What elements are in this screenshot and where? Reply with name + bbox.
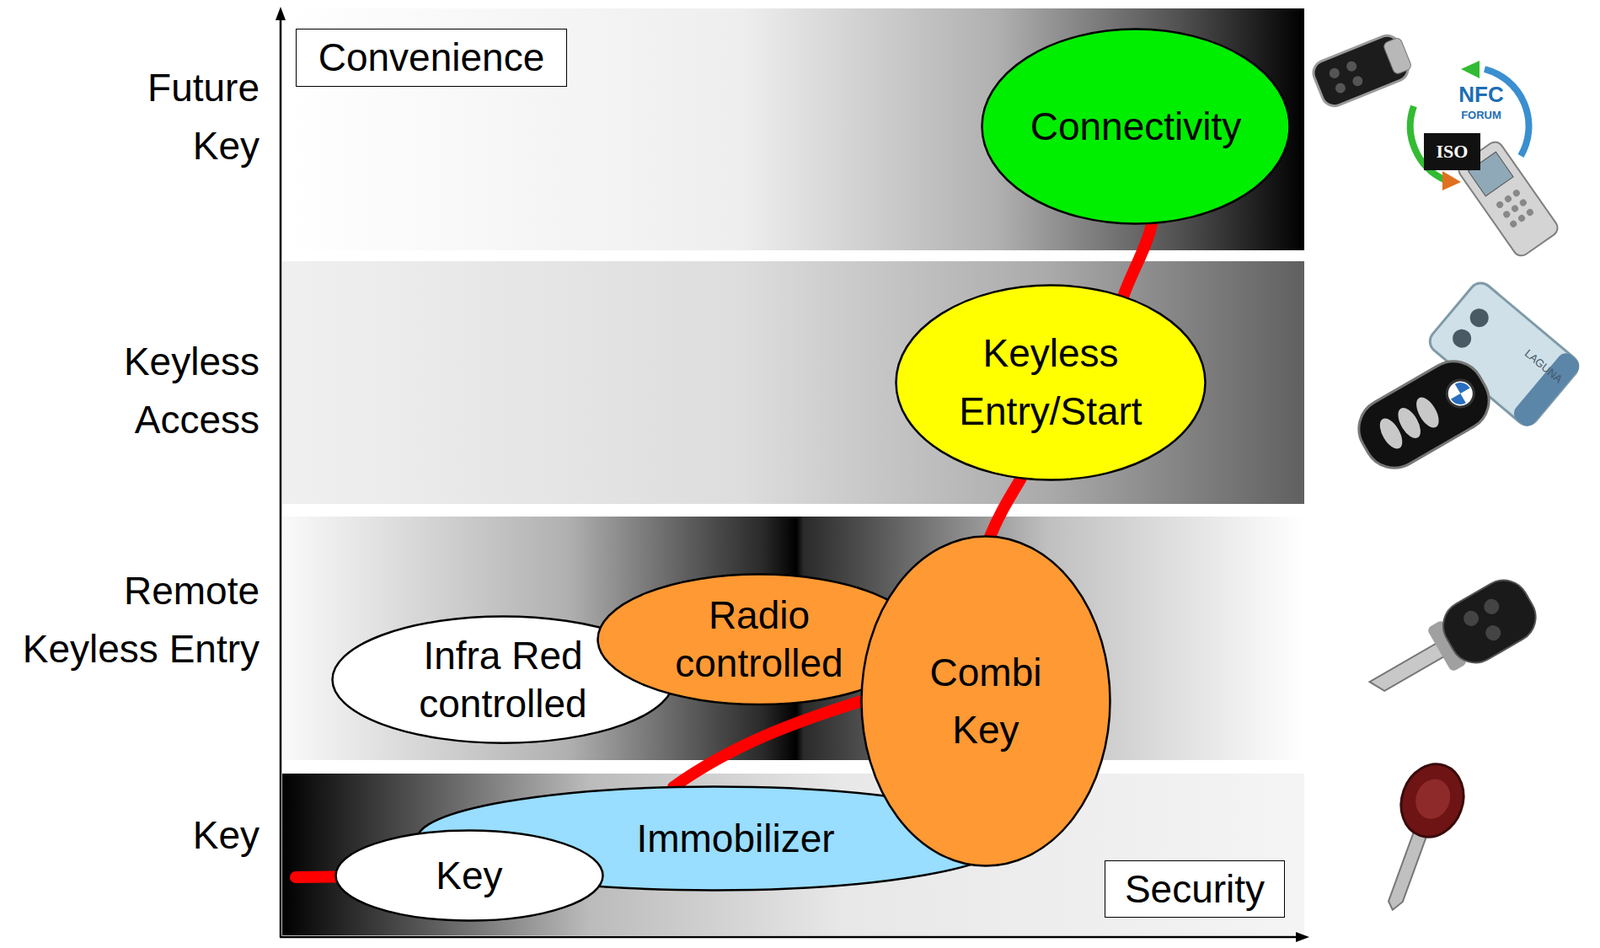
fob-button (1412, 393, 1444, 432)
key-blade (1385, 828, 1428, 912)
logo-text: FORUM (1447, 109, 1515, 121)
node-text: Convenience (318, 35, 546, 81)
phone-key (1503, 193, 1513, 204)
ellipse-shape (861, 536, 1111, 867)
level-label: Keyless Access (107, 332, 260, 450)
phone-key (1525, 207, 1535, 217)
card-button (1449, 325, 1476, 352)
key-button (1460, 608, 1483, 630)
node-text: Security (1124, 866, 1265, 912)
level-label: Remote Keyless Entry (6, 561, 260, 679)
vertical-axis (279, 13, 283, 937)
node-text: Immobilizer (636, 816, 835, 862)
logo-text: NFC (1447, 83, 1515, 106)
progress-curve (673, 701, 862, 787)
iso-logo (1423, 133, 1481, 171)
flip-key-picture (1357, 571, 1545, 717)
fob-button (1333, 81, 1348, 96)
fob-ring (1382, 37, 1413, 75)
fob-picture (1348, 350, 1501, 480)
level-label: Future Key (107, 58, 260, 176)
level-label: Key (107, 806, 260, 865)
axis-title-box: Security (1104, 860, 1285, 918)
phone-key (1502, 209, 1512, 220)
key-head (1391, 754, 1474, 846)
fob-button (1351, 74, 1365, 88)
key-body (1434, 571, 1546, 673)
phone-key (1509, 203, 1520, 214)
logo-text: ISO (1423, 142, 1481, 161)
fob-body (1348, 350, 1501, 480)
axis-arrowhead (275, 6, 286, 21)
fob-button (1327, 66, 1342, 81)
key-button (1481, 596, 1503, 618)
brand-roundel-quarters (1445, 378, 1477, 409)
stage-ellipse: Keyless Entry/Start (894, 283, 1207, 482)
key-blade (1369, 642, 1447, 696)
node-text: Keyless Entry/Start (945, 324, 1156, 441)
ellipse-shape (982, 29, 1290, 225)
keyless-band (282, 261, 1305, 504)
horizontal-axis (279, 936, 1300, 939)
axis-arrowhead (1295, 931, 1310, 942)
key-head-inset (1410, 774, 1456, 825)
cycle-arrowhead (1460, 60, 1480, 79)
brand-roundel (1441, 374, 1479, 413)
stage-ellipse: Key (334, 829, 605, 922)
phone-key (1511, 188, 1521, 198)
node-text: Connectivity (1030, 104, 1242, 150)
key-fob-picture (1309, 30, 1415, 110)
fob-body (1309, 32, 1412, 110)
progress-curve (1123, 223, 1152, 297)
node-text: Radio controlled (670, 591, 848, 688)
stage-ellipse: Connectivity (980, 27, 1291, 225)
node-text: Combi Key (922, 643, 1049, 759)
key-band (282, 773, 1305, 936)
key-button (1482, 622, 1504, 644)
fob-button (1344, 59, 1359, 74)
axis-title-box: Convenience (295, 28, 568, 87)
plain-key-picture (1364, 754, 1474, 921)
future-band (282, 8, 1305, 251)
phone-key (1516, 213, 1526, 223)
ellipse-shape (336, 830, 604, 921)
phone-key (1509, 219, 1519, 229)
node-text: Infra Red controlled (414, 631, 592, 728)
card-button (1466, 305, 1493, 332)
phone-key (1495, 199, 1505, 209)
phone-key (1518, 197, 1528, 208)
ellipse-outline (894, 283, 1207, 482)
ellipse-outline (860, 535, 1112, 867)
progress-curve (989, 477, 1022, 536)
cycle-arrowhead (1442, 171, 1461, 191)
stage-ellipse: Combi Key (860, 535, 1112, 867)
node-text: Key (435, 853, 503, 899)
ellipse-shape (896, 285, 1206, 481)
